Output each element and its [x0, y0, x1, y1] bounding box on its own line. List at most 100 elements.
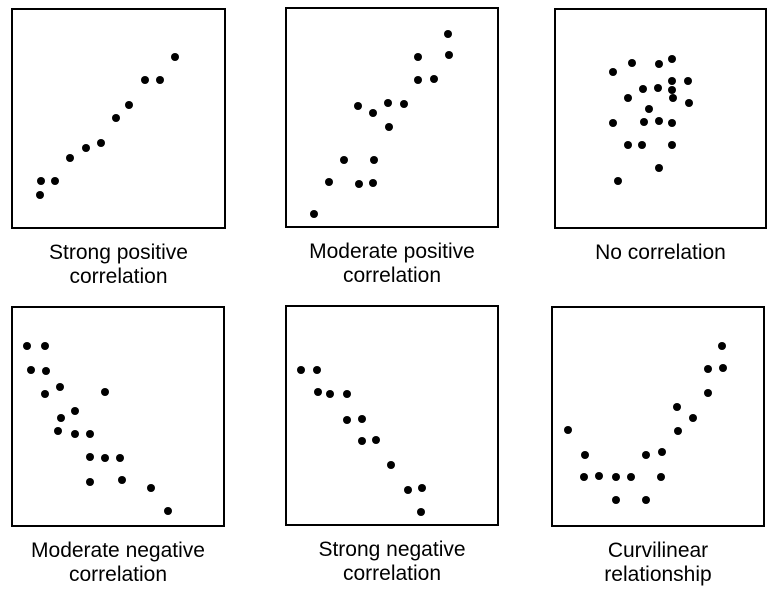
- data-point: [611, 473, 620, 482]
- data-point: [645, 104, 654, 113]
- data-point: [654, 116, 663, 125]
- data-point: [146, 483, 155, 492]
- caption-line: Strong negative: [318, 538, 466, 561]
- data-point: [163, 507, 172, 516]
- data-point: [656, 473, 665, 482]
- data-point: [673, 403, 682, 412]
- data-point: [669, 93, 678, 102]
- data-point: [613, 176, 622, 185]
- data-point: [339, 156, 348, 165]
- data-point: [639, 117, 648, 126]
- data-point: [369, 179, 378, 188]
- scatter-plot-moderate-negative: [11, 306, 225, 527]
- data-point: [626, 472, 635, 481]
- data-point: [668, 118, 677, 127]
- data-point: [312, 365, 321, 374]
- data-point: [343, 390, 352, 399]
- data-point: [581, 451, 590, 460]
- data-point: [22, 341, 31, 350]
- data-point: [170, 53, 179, 62]
- data-point: [414, 52, 423, 61]
- data-point: [297, 366, 306, 375]
- data-point: [443, 29, 452, 38]
- data-point: [369, 155, 378, 164]
- data-point: [115, 453, 124, 462]
- data-point: [416, 507, 425, 516]
- data-point: [384, 99, 392, 108]
- data-point: [357, 437, 366, 446]
- data-point: [403, 485, 412, 494]
- data-point: [387, 461, 396, 470]
- data-point: [66, 154, 75, 163]
- data-point: [657, 447, 666, 456]
- scatter-plot-moderate-positive: [285, 7, 499, 228]
- caption-line: correlation: [68, 563, 168, 586]
- data-point: [70, 430, 79, 439]
- data-point: [667, 140, 676, 149]
- data-point: [685, 98, 694, 107]
- data-point: [624, 94, 633, 103]
- data-point: [86, 453, 95, 462]
- caption-line: No correlation: [595, 241, 726, 264]
- data-point: [638, 84, 647, 93]
- data-point: [353, 102, 362, 111]
- data-point: [27, 366, 36, 375]
- data-point: [688, 413, 697, 422]
- scatter-plot-no-correlation: [554, 8, 767, 229]
- data-point: [718, 342, 727, 351]
- data-point: [36, 177, 45, 186]
- data-point: [313, 388, 322, 397]
- data-point: [372, 436, 381, 445]
- data-point: [384, 122, 393, 131]
- data-point: [673, 427, 682, 436]
- data-point: [85, 430, 94, 439]
- data-point: [444, 51, 453, 60]
- data-point: [653, 83, 662, 92]
- data-point: [642, 450, 651, 459]
- scatter-plot-strong-negative: [285, 305, 499, 526]
- data-point: [125, 100, 134, 109]
- data-point: [608, 68, 617, 77]
- data-point: [40, 389, 49, 398]
- data-point: [41, 366, 50, 375]
- caption-line: correlation: [342, 562, 442, 585]
- data-point: [608, 118, 617, 127]
- data-point: [595, 472, 604, 481]
- data-point: [703, 365, 712, 374]
- panel-no-correlation: No correlation: [554, 8, 767, 265]
- data-point: [654, 59, 663, 68]
- caption-line: Moderate negative: [31, 539, 205, 562]
- data-point: [430, 74, 438, 83]
- data-point: [155, 76, 164, 85]
- data-point: [112, 113, 121, 122]
- data-point: [399, 99, 408, 108]
- data-point: [623, 140, 632, 149]
- data-point: [638, 140, 647, 149]
- scatter-plot-strong-positive: [11, 8, 226, 229]
- data-point: [118, 476, 127, 485]
- data-point: [628, 58, 637, 67]
- data-point: [703, 389, 712, 398]
- data-point: [101, 388, 110, 397]
- data-point: [343, 416, 352, 425]
- data-point: [71, 406, 80, 415]
- scatter-plot-curvilinear: [551, 306, 765, 527]
- data-point: [51, 177, 60, 186]
- data-point: [309, 210, 318, 219]
- data-point: [324, 177, 333, 186]
- data-point: [326, 390, 335, 399]
- data-point: [82, 144, 90, 152]
- data-point: [369, 108, 378, 117]
- caption-line: correlation: [69, 265, 168, 288]
- data-point: [357, 415, 366, 424]
- caption-no-correlation: No correlation: [554, 241, 767, 265]
- data-point: [56, 382, 65, 391]
